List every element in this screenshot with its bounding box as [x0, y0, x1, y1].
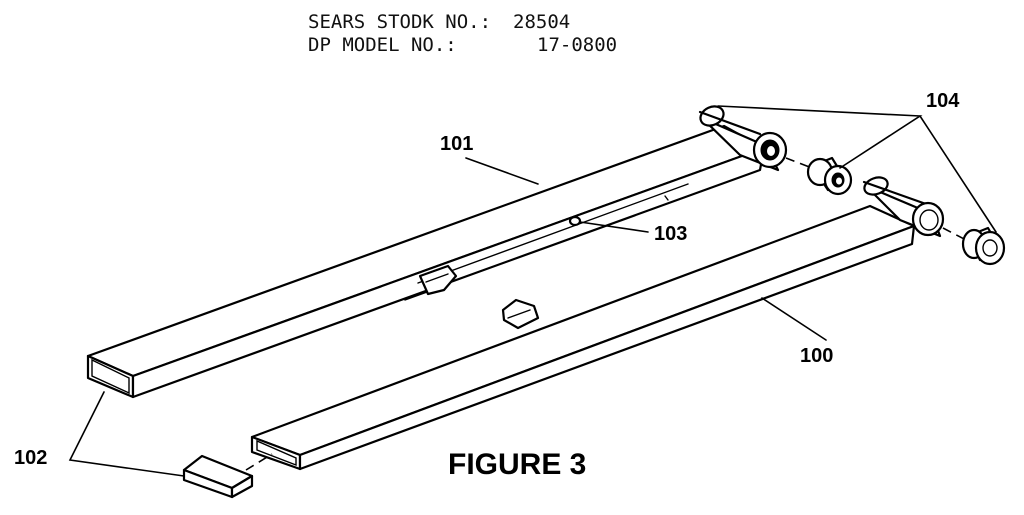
callout-103: 103 [654, 223, 687, 245]
callout-102: 102 [14, 447, 47, 469]
rail-101-top-face [86, 124, 766, 378]
figure-caption: FIGURE 3 [448, 448, 586, 481]
stock-number-value: 28504 [513, 11, 570, 33]
part-102-end-cap [182, 454, 254, 499]
rail-101-bracket [418, 264, 458, 296]
leader-102 [68, 391, 185, 477]
part-100-lower-rail [250, 176, 945, 471]
callout-100: 100 [800, 345, 833, 367]
rail-101-groove [417, 183, 689, 284]
leader-101 [465, 157, 539, 185]
rail-100-open-end [256, 439, 297, 467]
model-number-label: DP MODEL NO.: [308, 34, 457, 56]
callout-101: 101 [440, 133, 473, 155]
end-cap-side-face [230, 474, 254, 499]
assembly-line-end-cap [245, 453, 273, 471]
rail-101-tick [664, 195, 669, 201]
part-103-stud [568, 215, 582, 227]
assembly-line-upper-bushing [785, 157, 813, 169]
assembly-line-lower-bushing [942, 227, 967, 241]
part-104-bushing-upper [806, 156, 853, 196]
model-number-value: 17-0800 [537, 34, 617, 56]
part-101-upper-rail [86, 105, 788, 399]
stock-number-label: SEARS STODK NO.: [308, 11, 491, 33]
rail-101-groove-lower [404, 290, 431, 301]
callout-104: 104 [926, 90, 960, 112]
rail-101-open-end [91, 358, 130, 395]
part-104-bushing-lower [961, 226, 1006, 266]
leader-104-lower [919, 115, 997, 233]
leader-100 [761, 297, 827, 341]
rail-100-side-face [298, 224, 916, 471]
leader-103 [579, 221, 649, 233]
rail-100-top-face [250, 204, 916, 457]
